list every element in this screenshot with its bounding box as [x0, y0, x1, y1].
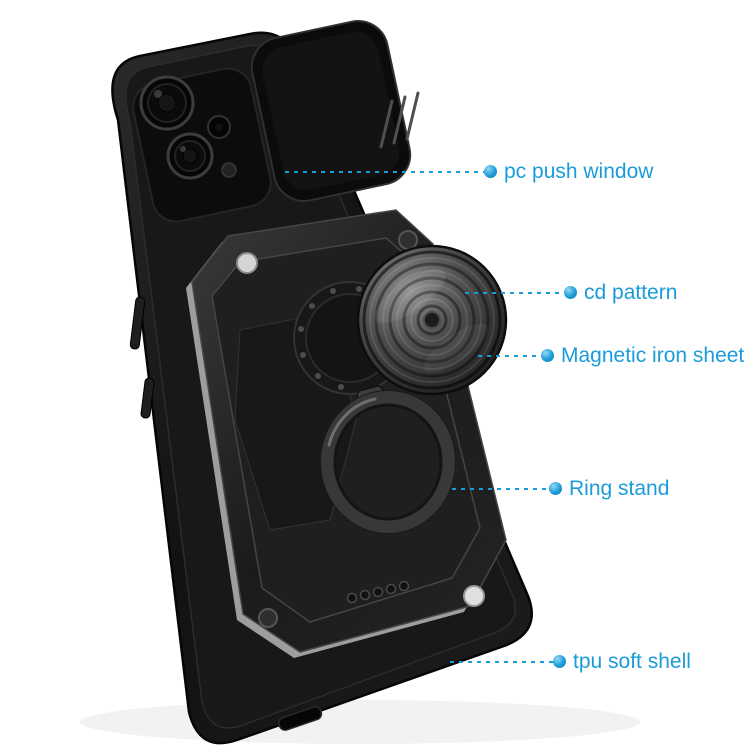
annotation-line: [478, 355, 542, 357]
plate-screw-bottom-left: [258, 608, 278, 628]
plate-screw-bottom-right: [463, 585, 485, 607]
annotation-label: cd pattern: [584, 281, 678, 304]
annotation-label: Ring stand: [569, 477, 670, 500]
cd-pattern-magnetic-sheet: [356, 244, 508, 396]
annotation-dot: [549, 482, 562, 495]
plate-screw-top-left: [236, 252, 258, 274]
annotation-label: pc push window: [504, 160, 654, 183]
volume-button: [129, 296, 146, 350]
annotation-line: [452, 488, 550, 490]
annotation-dot: [541, 349, 554, 362]
product-shadow: [80, 700, 640, 744]
power-button: [140, 377, 155, 419]
annotation-line: [285, 171, 485, 173]
ring-stand: [320, 390, 456, 534]
cd-center-cap: [423, 311, 441, 329]
cd-grooves: [362, 250, 502, 390]
cd-sheen: [374, 268, 446, 324]
pc-push-window: [250, 20, 412, 202]
cd-sheen-lower: [423, 323, 489, 373]
camera-lens-large: [139, 75, 195, 131]
slide-indicator-lines: [379, 91, 420, 149]
annotation-label: Magnetic iron sheet: [561, 344, 745, 367]
annotation-line: [465, 292, 565, 294]
annotation-dot: [553, 655, 566, 668]
grip-dots: [346, 580, 410, 604]
camera-lens-small: [207, 115, 231, 139]
annotation-dot: [564, 286, 577, 299]
annotation-label: tpu soft shell: [573, 650, 691, 673]
camera-flash: [221, 162, 237, 178]
annotation-line: [450, 661, 554, 663]
plate-screw-top-right: [398, 230, 418, 250]
annotation-dot: [484, 165, 497, 178]
camera-lens-medium: [166, 132, 214, 180]
charging-port-cutout: [278, 706, 323, 731]
